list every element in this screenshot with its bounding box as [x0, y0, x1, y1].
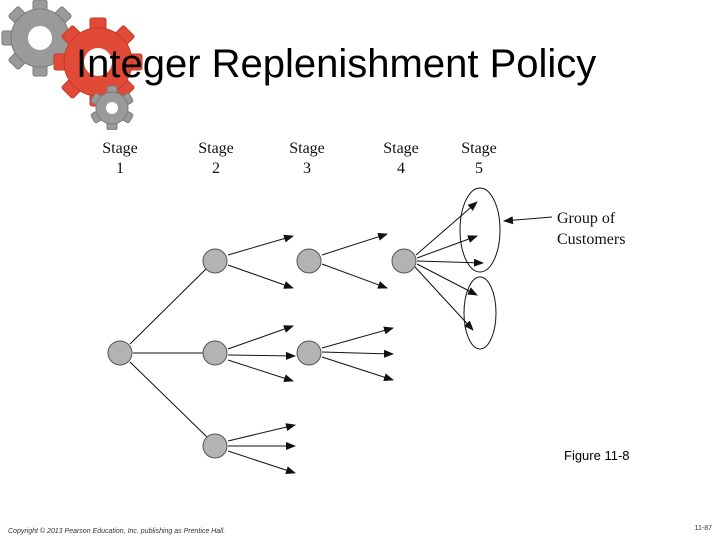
page-number: 11-87: [695, 525, 712, 532]
customer-group-ellipse-2: [464, 277, 496, 349]
node-stage-3-mid: [297, 341, 321, 365]
arrow: [322, 264, 387, 288]
arrow: [228, 425, 295, 441]
callout-line-2: Customers: [557, 231, 625, 248]
customer-group-ellipse-1: [460, 188, 500, 272]
edge-1-2-bottom: [130, 362, 207, 437]
copyright-notice: Copyright © 2013 Pearson Education, Inc.…: [8, 528, 225, 535]
node-stage-1: [108, 341, 132, 365]
stage-number-3: 3: [303, 160, 311, 177]
callout-arrow: [504, 217, 552, 221]
arrow: [322, 352, 393, 354]
arrow: [228, 265, 293, 288]
node-stage-2-mid: [203, 341, 227, 365]
node-stage-2-top: [203, 249, 227, 273]
stage-label-1: Stage: [102, 140, 138, 157]
arrow: [228, 236, 293, 255]
stage-label-5: Stage: [461, 140, 497, 157]
stage-number-1: 1: [116, 160, 124, 177]
arrow: [417, 236, 477, 258]
stage-label-2: Stage: [198, 140, 234, 157]
edge-1-2-top: [130, 268, 207, 344]
stage-label-4: Stage: [383, 140, 419, 157]
stage-label-3: Stage: [289, 140, 325, 157]
arrow: [322, 328, 393, 348]
arrow: [228, 355, 295, 356]
arrow: [228, 451, 295, 473]
node-stage-2-bottom: [203, 434, 227, 458]
stage-number-2: 2: [212, 160, 220, 177]
figure-caption: Figure 11-8: [564, 448, 630, 463]
arrow: [322, 234, 387, 255]
callout-line-1: Group of: [557, 210, 616, 227]
arrow: [417, 261, 483, 263]
arrow: [322, 357, 393, 380]
node-stage-4: [392, 249, 416, 273]
arrow: [228, 326, 293, 349]
stage-number-4: 4: [397, 160, 405, 177]
arrow: [228, 360, 293, 381]
stage-number-5: 5: [475, 160, 483, 177]
node-stage-3-top: [297, 249, 321, 273]
